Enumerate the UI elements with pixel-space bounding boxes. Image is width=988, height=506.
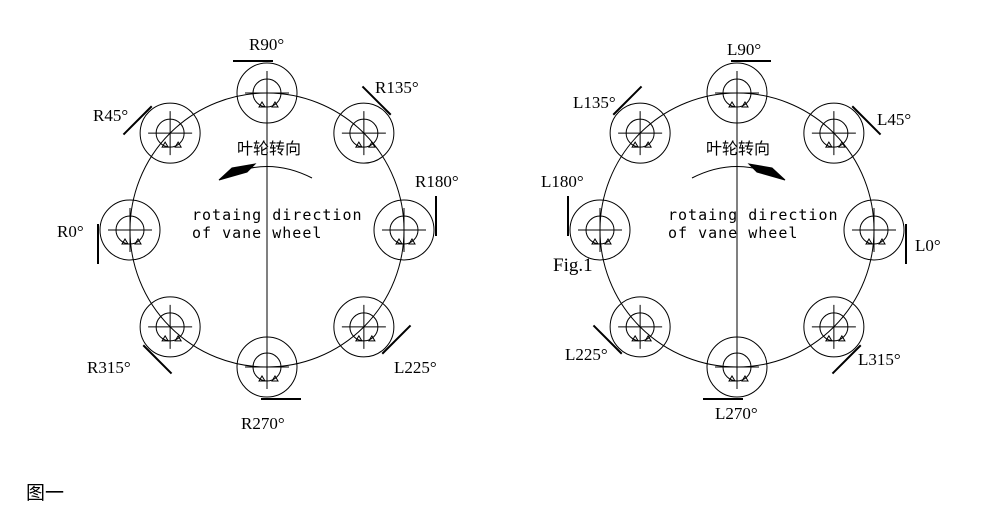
right-fan-fitting (803, 296, 865, 375)
support-feet (354, 141, 376, 148)
left-fan-fitting (373, 196, 437, 261)
support-feet (354, 334, 376, 342)
label-l225-right: L225° (565, 345, 608, 364)
outlet-flange (831, 344, 862, 375)
label-l90: L90° (727, 40, 762, 59)
caption-line1-right: rotaing direction (668, 206, 839, 224)
housing-circle (706, 62, 768, 124)
label-r90: R90° (249, 35, 285, 54)
outlet-flange (142, 344, 173, 375)
right-fan-fitting (609, 85, 671, 164)
outlet-flange (592, 324, 623, 355)
support-feet (258, 101, 279, 108)
chinese-caption-right: 叶轮转向 (706, 139, 771, 158)
label-l135: L135° (573, 93, 616, 112)
support-feet (395, 238, 416, 245)
left-fan-fitting (139, 296, 201, 375)
figure-caption: 图一 (26, 482, 65, 504)
support-feet (161, 334, 183, 342)
outlet-flange (361, 85, 392, 116)
outlet-flange (851, 105, 882, 136)
housing-circle (609, 102, 671, 164)
label-l45: L45° (877, 110, 912, 129)
left-fan-fitting (333, 296, 412, 358)
fig-label: Fig.1 (553, 255, 593, 276)
housing-circle (609, 296, 671, 358)
support-feet (161, 141, 183, 148)
right-diagram (567, 60, 907, 400)
support-feet (824, 334, 846, 342)
left-fan-fitting (236, 336, 301, 400)
caption-line2-left: of vane wheel (192, 224, 323, 242)
label-l315: L315° (858, 350, 901, 369)
caption-line1-left: rotaing direction (192, 206, 363, 224)
label-l180: L180° (541, 172, 584, 191)
right-fan-fitting (703, 336, 768, 400)
housing-circle (139, 296, 201, 358)
right-fan-fitting (567, 196, 631, 261)
housing-circle (843, 199, 905, 261)
housing-circle (803, 296, 865, 358)
support-feet (865, 238, 886, 245)
right-fan-fitting (592, 296, 671, 358)
right-fan-fitting (803, 102, 882, 164)
label-l225-left: L225° (394, 358, 437, 377)
outlet-flange (381, 324, 412, 355)
label-r270: R270° (241, 414, 285, 433)
support-feet (824, 141, 846, 148)
label-r45: R45° (93, 106, 129, 125)
label-l0: L0° (915, 236, 941, 255)
left-rotation-arrowhead (218, 163, 257, 181)
right-fan-fitting (843, 199, 907, 264)
left-fan-fitting (233, 60, 298, 124)
support-feet (591, 238, 612, 245)
left-diagram (97, 60, 437, 400)
housing-circle (373, 199, 435, 261)
outlet-flange (612, 85, 643, 116)
caption-line2-right: of vane wheel (668, 224, 799, 242)
housing-circle (99, 199, 161, 261)
label-r0: R0° (57, 222, 84, 241)
housing-circle (139, 102, 201, 164)
support-feet (258, 375, 279, 382)
chinese-caption-left: 叶轮转向 (237, 139, 302, 158)
housing-circle (333, 296, 395, 358)
housing-circle (706, 336, 768, 398)
housing-circle (333, 102, 395, 164)
label-r315: R315° (87, 358, 131, 377)
right-rotation-arrowhead (747, 163, 786, 181)
support-feet (121, 238, 142, 245)
left-fan-fitting (122, 102, 201, 164)
label-r135: R135° (375, 78, 419, 97)
left-fan-fitting (333, 85, 395, 164)
outlet-flange (122, 105, 153, 136)
housing-circle (236, 336, 298, 398)
housing-circle (803, 102, 865, 164)
right-fan-fitting (706, 60, 771, 124)
support-feet (631, 141, 653, 148)
housing-circle (569, 199, 631, 261)
support-feet (728, 101, 749, 108)
label-r180: R180° (415, 172, 459, 191)
left-fan-fitting (97, 199, 161, 264)
support-feet (631, 334, 653, 342)
support-feet (728, 375, 749, 382)
label-l270: L270° (715, 404, 758, 423)
housing-circle (236, 62, 298, 124)
